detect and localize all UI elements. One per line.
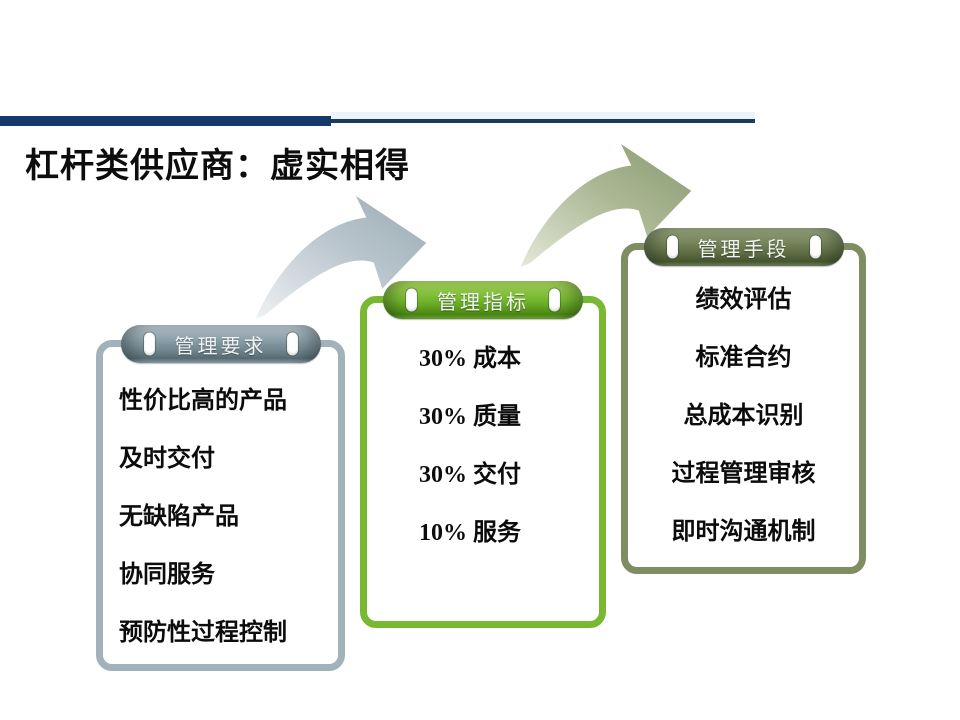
list-item: 10% 服务 bbox=[419, 519, 521, 546]
list-item: 协同服务 bbox=[119, 561, 215, 588]
list-item: 总成本识别 bbox=[683, 402, 804, 429]
panel-management-indicators: 管理指标 30% 成本 30% 质量 30% 交付 10% 服务 bbox=[360, 281, 606, 628]
top-accent-bar-thin bbox=[331, 119, 755, 123]
screw-icon bbox=[549, 288, 560, 312]
panel-header-label: 管理要求 bbox=[174, 335, 267, 358]
list-item: 及时交付 bbox=[119, 445, 215, 472]
list-item: 30% 交付 bbox=[419, 461, 521, 488]
screw-icon bbox=[406, 288, 417, 312]
list-item: 30% 成本 bbox=[419, 345, 521, 372]
top-accent-bar-highlight bbox=[331, 112, 755, 119]
list-item: 即时沟通机制 bbox=[671, 518, 816, 545]
curved-arrow-right-icon bbox=[520, 143, 692, 267]
panel-header-label: 管理指标 bbox=[437, 291, 529, 314]
panel-header-capsule: 管理手段 bbox=[643, 228, 844, 266]
screw-icon bbox=[809, 235, 821, 259]
list-item: 无缺陷产品 bbox=[119, 503, 239, 530]
panel-item-list: 性价比高的产品 及时交付 无缺陷产品 协同服务 预防性过程控制 bbox=[103, 347, 338, 658]
list-item: 30% 质量 bbox=[419, 403, 521, 430]
list-item: 性价比高的产品 bbox=[119, 387, 287, 414]
page-title: 杠杆类供应商：虚实相得 bbox=[25, 148, 410, 185]
screw-icon bbox=[143, 332, 155, 356]
panel-header-label: 管理手段 bbox=[697, 238, 790, 261]
panel-management-requirements: 管理要求 性价比高的产品 及时交付 无缺陷产品 协同服务 预防性过程控制 bbox=[96, 325, 345, 671]
panel-item-list: 绩效评估 标准合约 总成本识别 过程管理审核 即时沟通机制 bbox=[628, 250, 859, 557]
curved-arrow-left-icon bbox=[255, 195, 427, 319]
screw-icon bbox=[286, 332, 298, 356]
panel-management-methods: 管理手段 绩效评估 标准合约 总成本识别 过程管理审核 即时沟通机制 bbox=[621, 228, 866, 574]
panel-header-capsule: 管理指标 bbox=[383, 281, 583, 319]
panel-item-list: 30% 成本 30% 质量 30% 交付 10% 服务 bbox=[367, 303, 599, 558]
list-item: 绩效评估 bbox=[695, 286, 792, 313]
screw-icon bbox=[666, 235, 678, 259]
list-item: 过程管理审核 bbox=[671, 460, 816, 487]
list-item: 预防性过程控制 bbox=[119, 619, 287, 646]
panel-header-capsule: 管理要求 bbox=[120, 325, 321, 363]
list-item: 标准合约 bbox=[695, 344, 792, 371]
top-accent-bar-thick bbox=[0, 116, 331, 126]
